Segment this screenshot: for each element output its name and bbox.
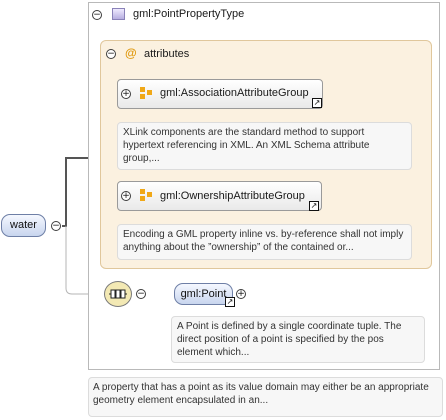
attribute-group-icon <box>140 87 152 99</box>
root-element-label: water <box>10 219 37 231</box>
description-text: Encoding a GML property inline vs. by-re… <box>123 229 404 253</box>
attributes-title: attributes <box>144 48 190 60</box>
sequence-compositor-icon[interactable] <box>104 281 132 307</box>
point-element-node[interactable]: gml:Point <box>174 283 233 305</box>
link-arrow-icon[interactable]: ↗ <box>312 98 322 108</box>
attribute-group-description: Encoding a GML property inline vs. by-re… <box>117 224 412 260</box>
expand-point-button[interactable]: + <box>236 289 246 299</box>
attribute-group-icon <box>140 189 152 201</box>
point-element-description: A Point is defined by a single coordinat… <box>171 316 425 363</box>
expand-ownership-group-button[interactable]: + <box>121 191 131 201</box>
collapse-root-button[interactable]: − <box>51 221 61 231</box>
collapse-attributes-button[interactable]: − <box>106 49 116 59</box>
link-arrow-icon[interactable]: ↗ <box>225 297 235 307</box>
collapse-sequence-button[interactable]: − <box>136 289 146 299</box>
attribute-group-label: gml:AssociationAttributeGroup <box>160 87 309 99</box>
at-sign-icon: @ <box>125 46 137 60</box>
complex-type-title: gml:PointPropertyType <box>133 8 245 20</box>
description-text: XLink components are the standard method… <box>123 127 370 164</box>
description-text: A property that has a point as its value… <box>93 382 429 406</box>
collapse-type-button[interactable]: − <box>92 10 102 20</box>
attribute-group-description: XLink components are the standard method… <box>117 122 412 170</box>
description-text: A Point is defined by a single coordinat… <box>177 321 402 358</box>
complex-type-icon <box>112 8 125 20</box>
type-description: A property that has a point as its value… <box>88 377 443 417</box>
sequence-glyph <box>109 289 127 299</box>
link-arrow-icon[interactable]: ↗ <box>309 201 319 211</box>
expand-association-group-button[interactable]: + <box>121 89 131 99</box>
attribute-group-label: gml:OwnershipAttributeGroup <box>160 190 305 202</box>
root-element-node[interactable]: water <box>1 214 46 237</box>
point-element-label: gml:Point <box>180 288 227 300</box>
